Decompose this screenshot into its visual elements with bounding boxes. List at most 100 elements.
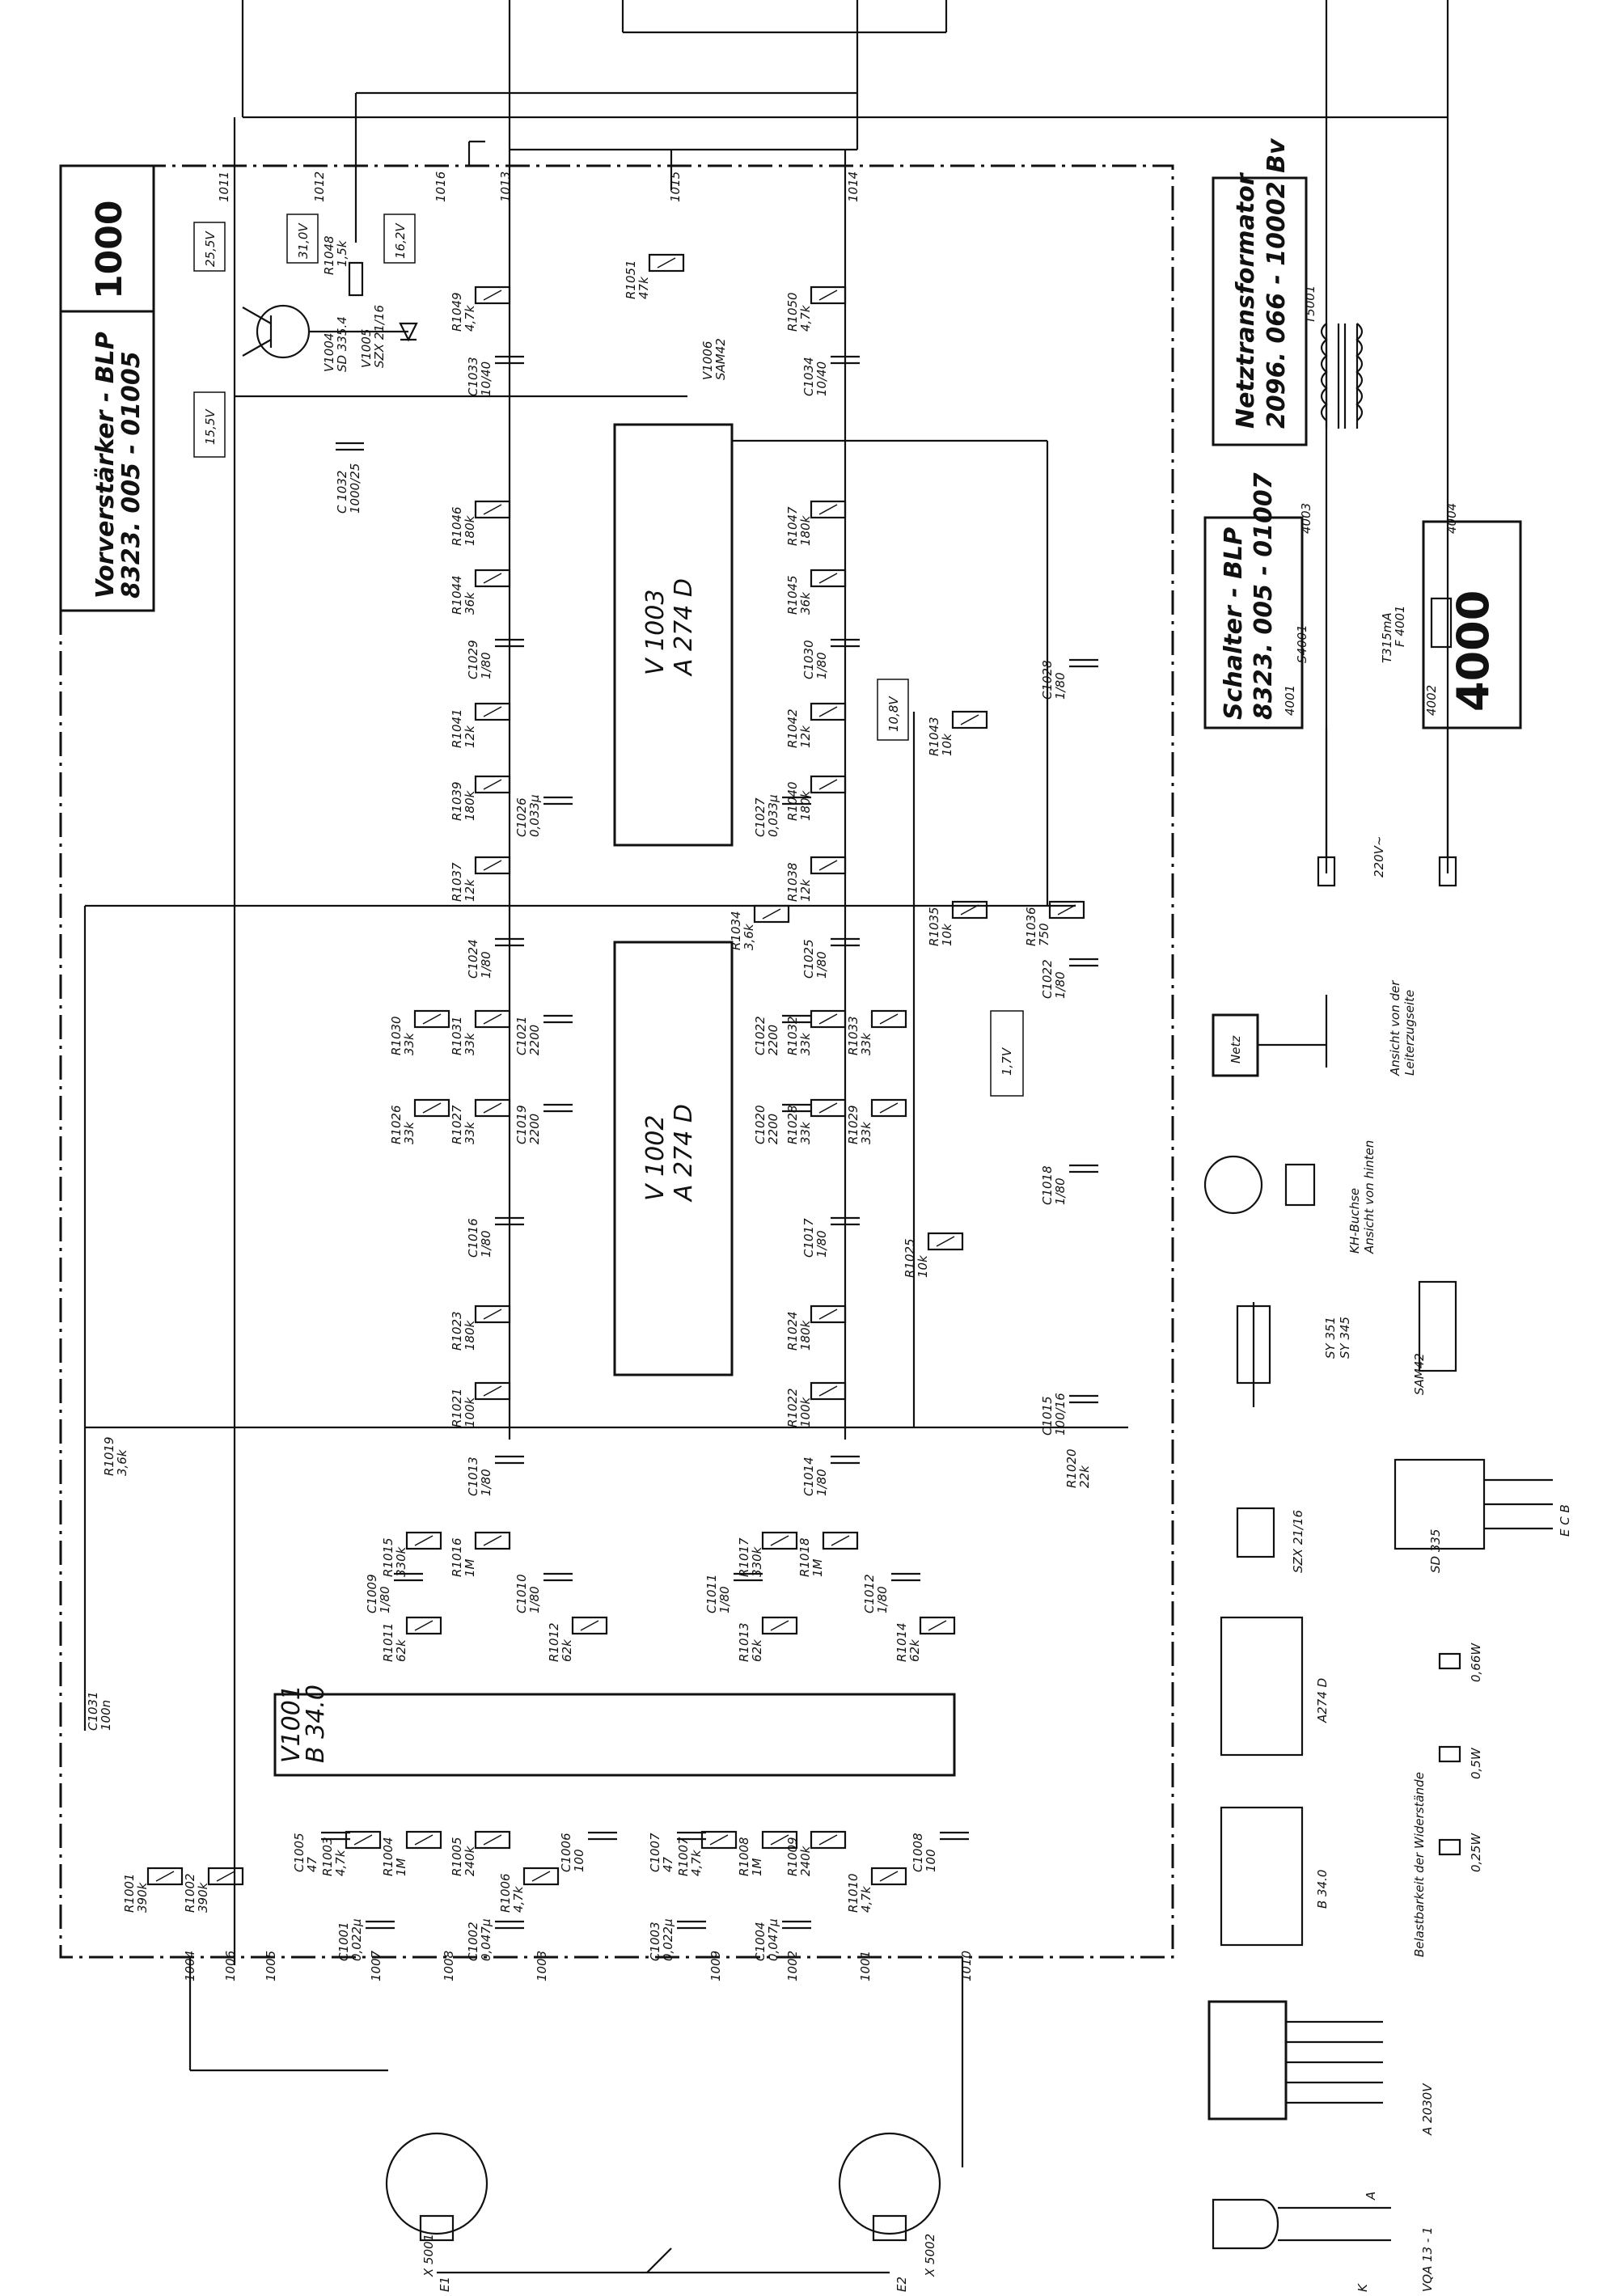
resistor-r1021 [474,1381,511,1401]
r1005-value: 240k [463,1845,477,1876]
r1017-value: 330k [750,1545,764,1577]
pin-a-label: A [1364,2192,1378,2201]
c1019-value: 2200 [527,1114,542,1144]
legend-ic-packages: A274 D B 34.0 Belastbarkeit der Widerstä… [1220,1616,1483,1957]
capacitor-c1012 [891,1572,920,1582]
resistor-r1043 [951,710,988,729]
r1015-ref: R1015 [381,1537,395,1577]
resistor-r1051 [648,253,685,273]
r1037-value: 12k [463,878,477,902]
resistor-r1007 [700,1830,738,1850]
switch-view-1: Ansicht von der [1388,980,1402,1076]
resistor-r1014 [919,1616,956,1635]
r1002-value: 390k [196,1881,210,1913]
c1027-ref: C1027 [753,797,768,837]
resistor-r1011 [405,1616,442,1635]
c1003-ref: C1003 [648,1922,662,1961]
terminal-1015: 1015 [668,171,683,202]
resistor-r1038 [810,856,847,875]
capacitor-c1003 [677,1920,706,1930]
main-buses [83,117,1128,1965]
r1044-ref: R1044 [450,575,464,615]
capacitor-c1029 [495,638,524,648]
c1001-value: 0,022µ [349,1919,364,1962]
c1011-ref: C1011 [704,1574,719,1613]
terminal-4004: 4004 [1444,503,1459,534]
c1033-ref: C1033 [466,357,480,396]
r1044-value: 36k [463,591,477,615]
r1040-value: 180k [798,789,813,821]
resistor-r1002 [207,1867,244,1886]
resistor-r1026 [413,1098,450,1118]
r1037-ref: R1037 [450,862,464,902]
r1024-ref: R1024 [785,1311,800,1351]
r1025-value: 10k [916,1254,930,1278]
r1021-ref: R1021 [450,1388,464,1427]
transformer-symbol [1320,323,1364,429]
resistor-r1032 [810,1009,847,1029]
c1027-value: 0,033µ [766,795,780,838]
c1024-value: 1/80 [479,951,493,979]
capacitor-c1032: C 1032 1000/25 [335,442,364,514]
capacitor-c1010 [543,1572,573,1582]
r1043-value: 10k [940,733,954,756]
r1014-ref: R1014 [894,1622,909,1662]
resistor-r1005 [474,1830,511,1850]
v1002-type: A 274 D [670,1104,698,1203]
c1012-ref: C1012 [862,1574,877,1613]
resistor-r1035 [951,900,988,920]
resistor-r1018 [822,1531,859,1550]
c1031-ref: C1031 [86,1691,100,1731]
capacitor-c1030 [831,638,860,648]
capacitor-c1011 [734,1572,763,1582]
terminal-1004: 1004 [183,1951,197,1981]
r1042-value: 12k [798,725,813,748]
resistor-r1030 [413,1009,450,1029]
r1031-value: 33k [463,1032,477,1055]
c1007-ref: C1007 [648,1833,662,1872]
legend-szx-sd335: SZX 21/16 SD 335 E C B [1236,1458,1572,1573]
r1004-ref: R1004 [381,1837,395,1876]
r1035-ref: R1035 [927,907,941,946]
terminal-1010: 1010 [959,1951,974,1981]
c1021-ref: C1021 [514,1016,529,1055]
voltage-1-7: 1,7V [1000,1047,1014,1076]
regulator-transistor: V1004 SD 335.4 R1048 1,5k V1005 SZX 21/1… [242,235,418,372]
c1022-ref: C1022 [1040,959,1055,999]
w025-label: 0,25W [1469,1833,1483,1872]
capacitor-c1015 [1069,1394,1098,1404]
v1004-ref: V1004 [322,333,336,372]
r1040-ref: R1040 [785,781,800,821]
c1019-ref: C1019 [514,1105,529,1144]
c1012-value: 1/80 [875,1586,890,1613]
capacitor-c1009 [394,1572,423,1582]
c1020-value: 2200 [766,1114,780,1144]
r1042-ref: R1042 [785,708,800,748]
mains-voltage: 220V~ [1372,836,1386,877]
resistor-r1037 [474,856,511,875]
r1029-ref: R1029 [846,1105,861,1144]
c1011-value: 1/80 [717,1586,732,1613]
kh-title: KH-Buchse [1347,1188,1362,1254]
r1008-ref: R1008 [737,1837,751,1876]
r1004-value: 1M [394,1858,408,1876]
r1030-ref: R1030 [389,1016,404,1055]
r1046-ref: R1046 [450,506,464,546]
c1008-ref: C1008 [911,1833,925,1872]
r1021-value: 100k [463,1396,477,1427]
input-e2: E2 [894,2277,909,2292]
r1043-ref: R1043 [927,717,941,756]
ic-v1001: V1001 B 34.0 [273,1685,956,1777]
terminal-1006: 1006 [223,1951,238,1981]
sy345-label: SY 345 [1338,1317,1352,1359]
resistor-r1028 [810,1098,847,1118]
resistor-r1042 [810,702,847,721]
f4001-ref: F 4001 [1393,605,1407,647]
resistor-r1049 [474,285,511,305]
resistor-r1016 [474,1531,511,1550]
c1014-value: 1/80 [814,1469,829,1496]
transformer-title: Netztransformator [1232,171,1260,429]
transformer-number: 2096. 066 - 10002 Bv [1262,137,1291,429]
r1009-ref: R1009 [785,1837,800,1876]
